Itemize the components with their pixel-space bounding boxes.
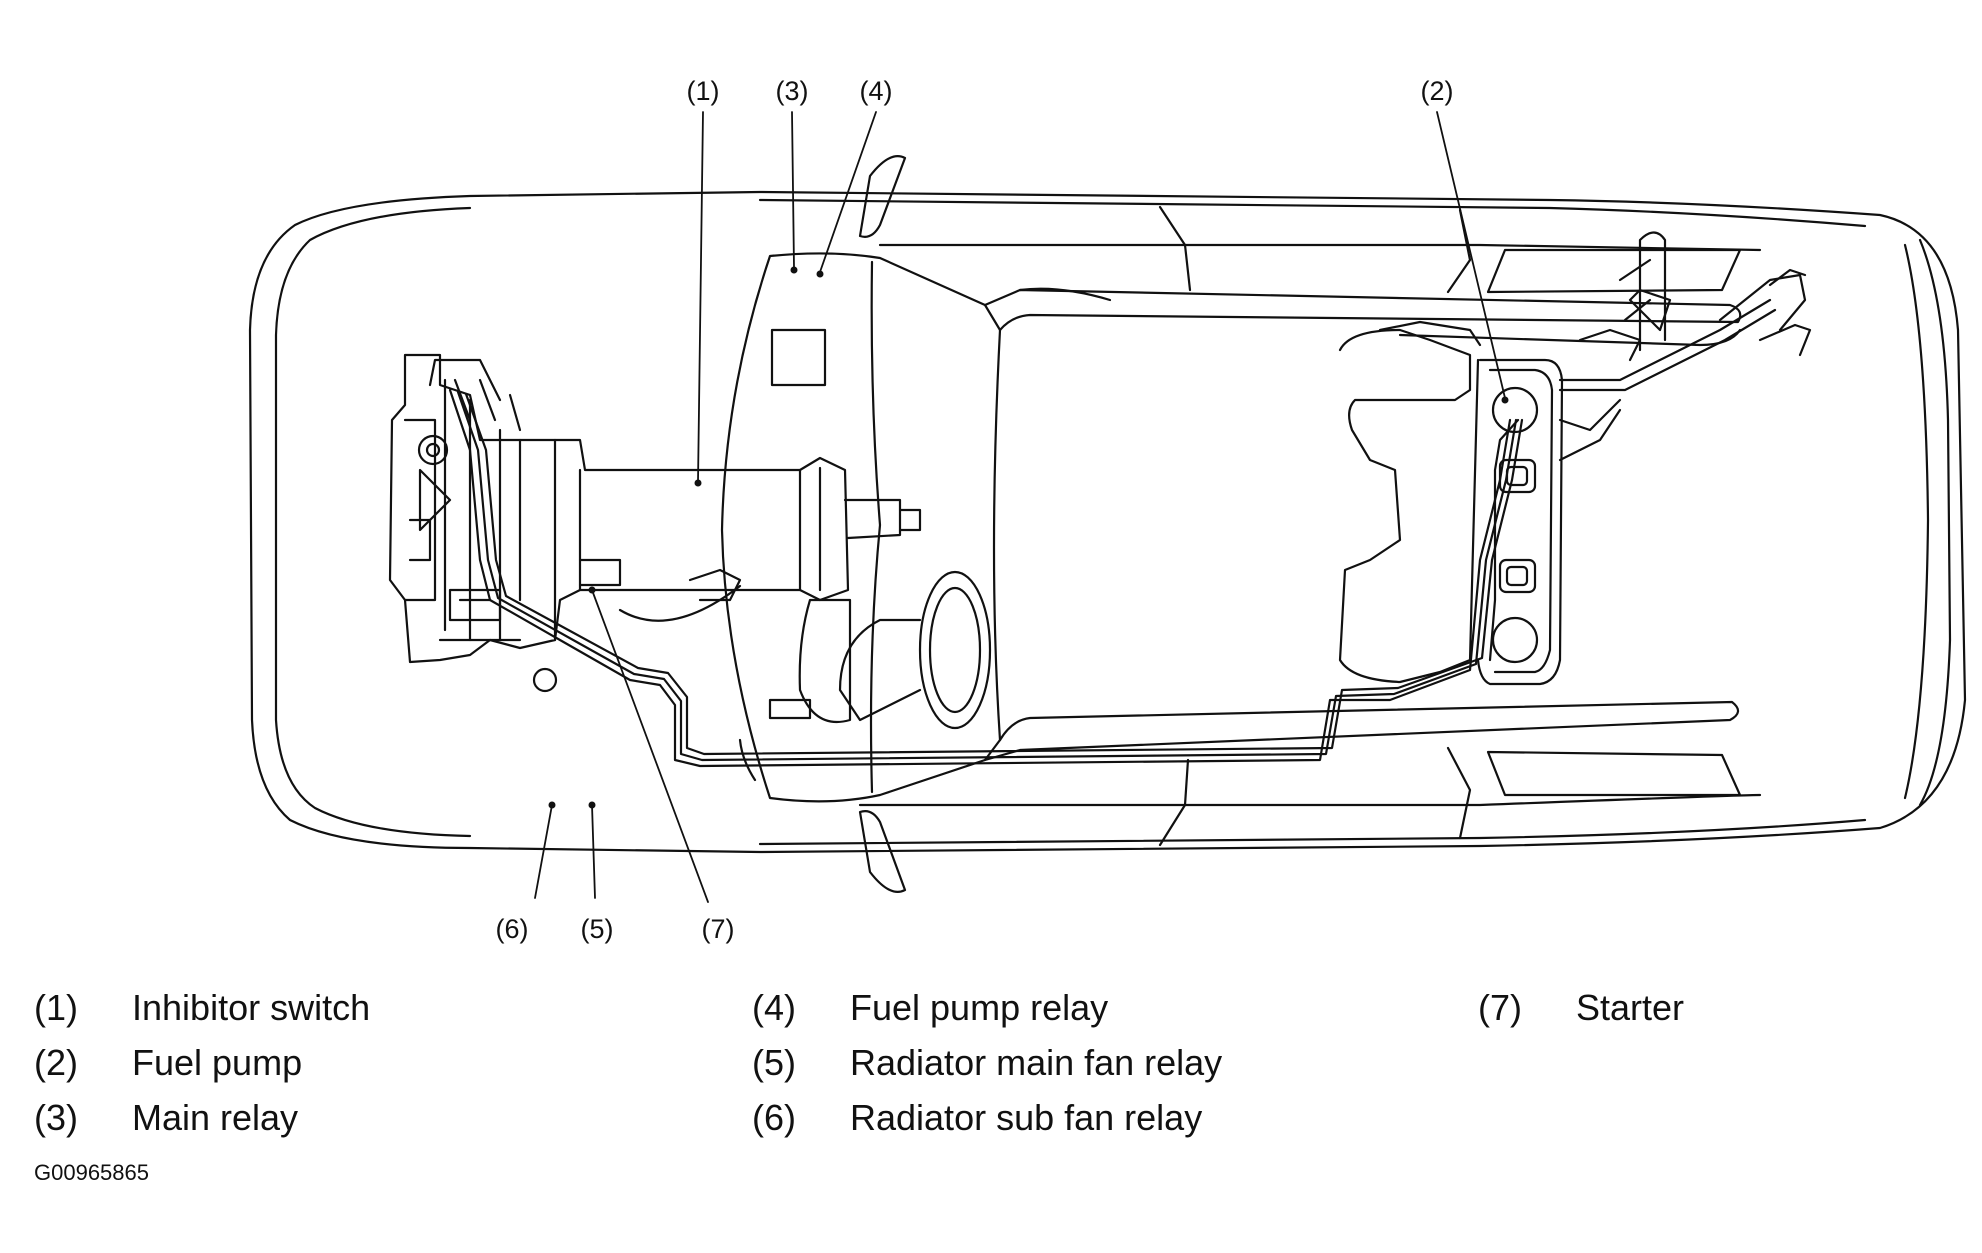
- figure-id: G00965865: [34, 1160, 149, 1185]
- leader-lines: [534, 111, 1506, 903]
- callout-5: (5): [581, 914, 614, 944]
- callout-3: (3): [776, 76, 809, 106]
- callout-1: (1): [687, 76, 720, 106]
- callout-7: (7): [702, 914, 735, 944]
- engine-transmission: [388, 353, 922, 693]
- callout-4: (4): [860, 76, 893, 106]
- callout-labels: (1) (3) (4) (2) (6) (5) (7): [496, 76, 1454, 944]
- filler-neck-hoses: [1398, 231, 1812, 462]
- callout-6: (6): [496, 914, 529, 944]
- car-body-outline: [248, 190, 1967, 854]
- callout-2: (2): [1421, 76, 1454, 106]
- roof-and-doors: [858, 205, 1762, 847]
- fuel-tank: [1338, 320, 1622, 686]
- side-mirrors: [858, 155, 907, 893]
- location-dots: [548, 266, 1509, 809]
- fuel-lines: [448, 388, 1524, 768]
- interior-seat: [768, 328, 992, 730]
